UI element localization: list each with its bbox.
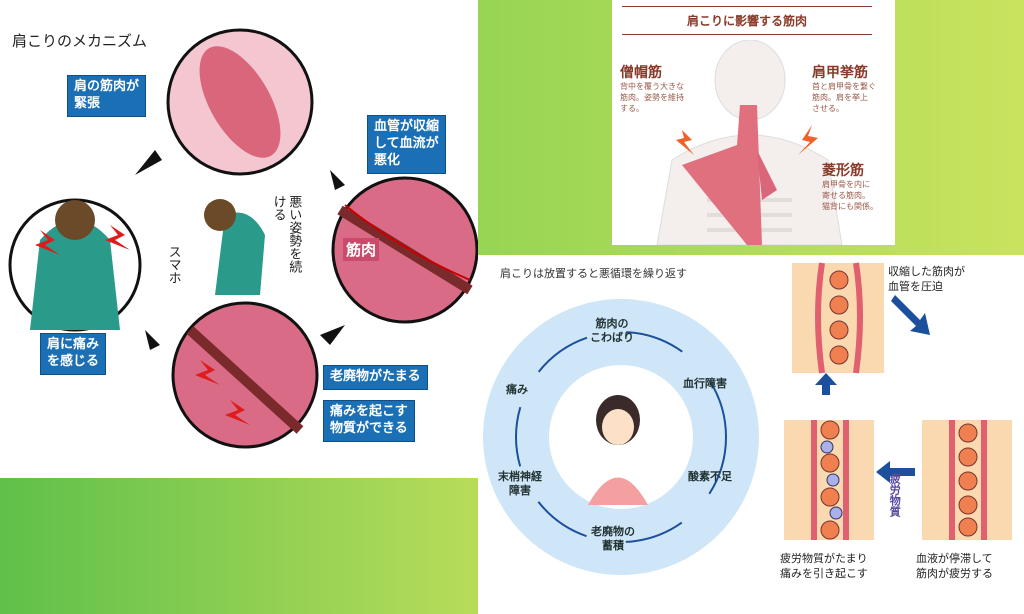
label-bad-posture: 悪い姿勢を続ける (270, 195, 302, 273)
mechanism-title: 肩こりのメカニズム (12, 32, 148, 50)
label-smartphone: スマホ (165, 245, 181, 284)
cycle-step-oxygen: 酸素不足 (688, 470, 732, 483)
label-waste: 老廃物がたまる (323, 365, 428, 390)
label-muscle: 筋肉 (343, 238, 380, 261)
vessel-diagram (784, 262, 1012, 540)
mechanism-illustration (8, 28, 478, 449)
cycle-step-waste: 老廃物の 蓄積 (591, 525, 635, 553)
cycle-step-stiffness: 筋肉の こわばり (590, 317, 634, 345)
label-tense-muscle: 肩の筋肉が 緊張 (67, 75, 147, 117)
muscle-shape (199, 46, 281, 158)
caption-stagnation: 血液が停滞して 筋肉が疲労する (916, 552, 993, 580)
caption-compress: 収縮した筋肉が 血管を圧迫 (888, 265, 965, 293)
green-background (0, 478, 478, 614)
big-arrows (815, 295, 930, 483)
cycle-step-circulation: 血行障害 (683, 377, 727, 390)
caption-fatigue-pain: 疲労物質がたまり 痛みを引き起こす (780, 552, 868, 580)
flow-arrows (135, 150, 345, 350)
cycle-step-pain: 痛み (506, 383, 528, 396)
muscle-rhomboid: 菱形筋 肩甲骨を内に 寄せる筋肉。 猫背にも関係。 (822, 163, 878, 211)
label-feel-pain: 肩に痛み を感じる (40, 333, 107, 375)
cycle-diagram (483, 299, 759, 575)
cycle-arrows (515, 331, 727, 543)
cycle-panel: 肩こりは放置すると悪循環を繰り返す 筋肉の こわばり 血行障害 酸素不足 老廃物… (478, 255, 1024, 614)
label-vessel-constrict: 血管が収縮 して血流が 悪化 (367, 115, 447, 174)
cycle-step-nerve: 末梢神経 障害 (498, 470, 542, 498)
muscle-trapezius: 僧帽筋 背中を覆う大きな 筋肉。姿勢を維持 する。 (620, 65, 684, 113)
pain-bolts (35, 225, 250, 425)
label-fatigue-substance: 疲労物質 (888, 473, 902, 517)
muscles-title: 肩こりに影響する筋肉 (686, 14, 807, 28)
cycle-title: 肩こりは放置すると悪循環を繰り返す (500, 267, 687, 280)
label-pain-substance: 痛みを起こす 物質ができる (323, 400, 415, 442)
muscles-card: 肩こりに影響する筋肉 僧帽筋 背中を覆う大きな 筋肉。姿勢を維持 する。 肩甲挙… (612, 0, 895, 245)
back-anatomy-illustration (656, 40, 843, 245)
muscle-levator-scapulae: 肩甲挙筋 首と肩甲骨を繋ぐ 筋肉。肩を挙上 させる。 (812, 65, 876, 113)
mechanism-panel: 肩こりのメカニズム 肩の筋肉が 緊張 血管が収縮 して血流が 悪化 筋肉 老廃物… (0, 0, 478, 478)
